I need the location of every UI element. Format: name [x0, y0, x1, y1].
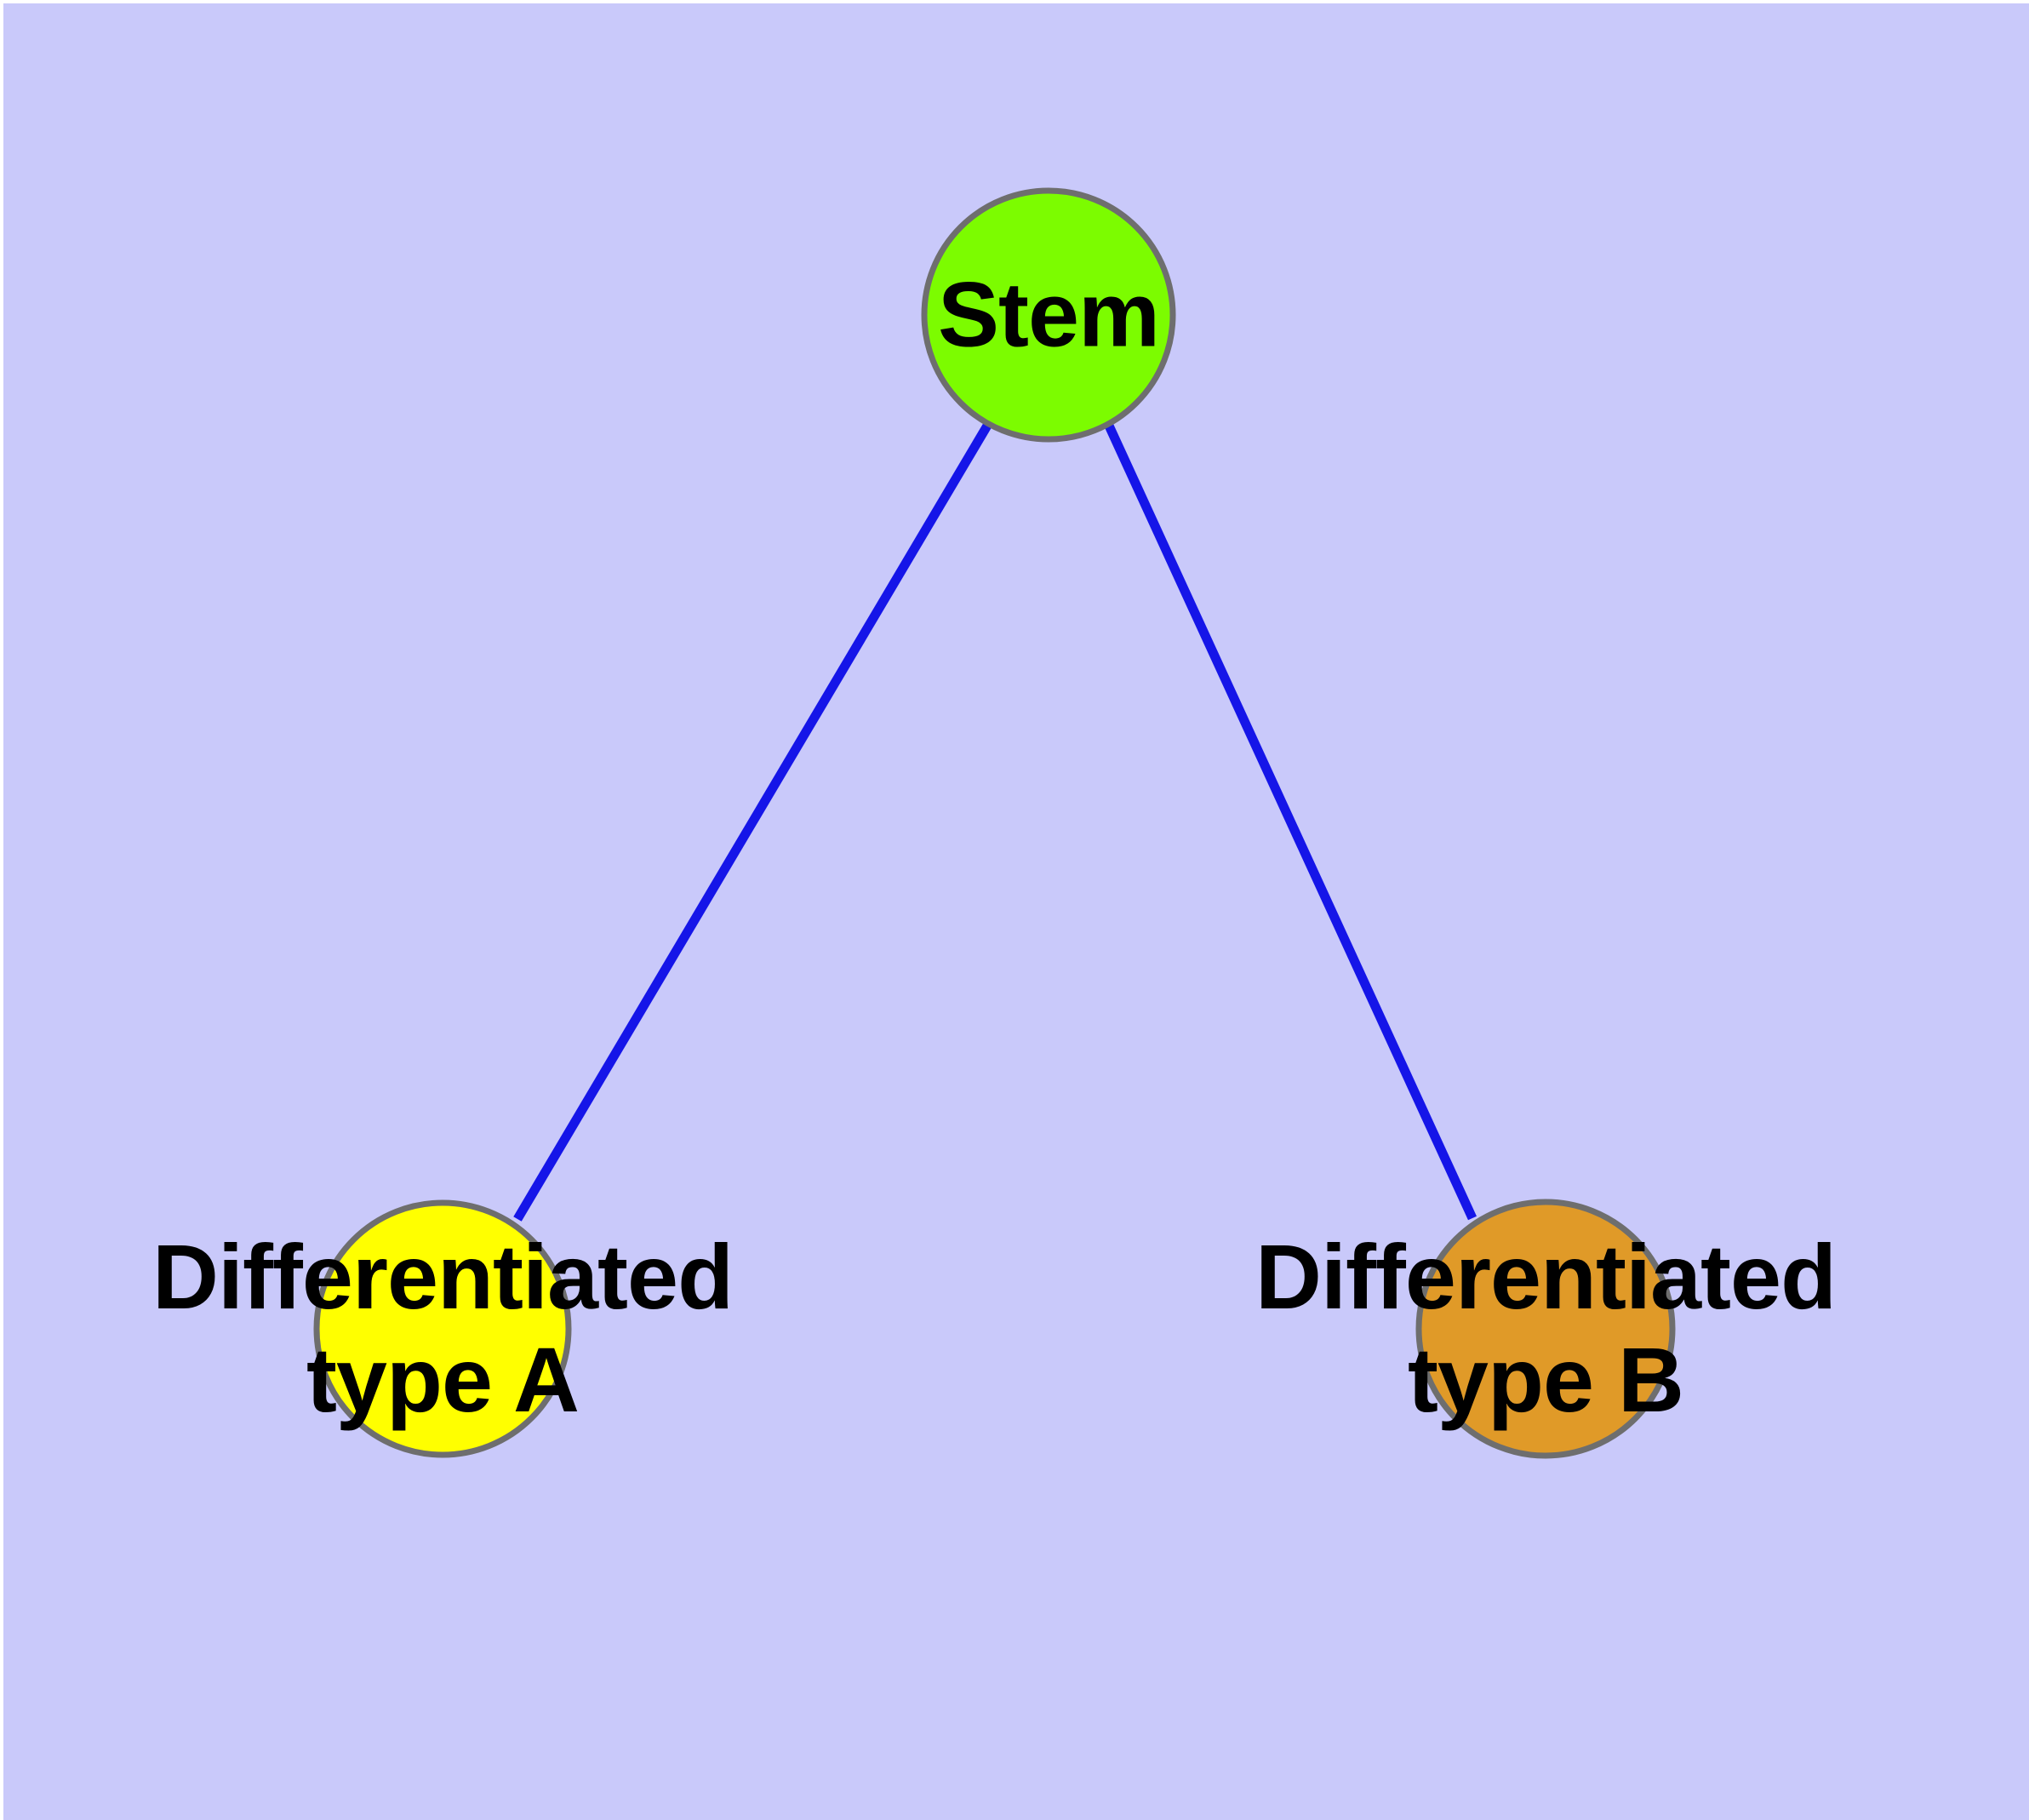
edges-layer — [513, 423, 1477, 1222]
edge-stem-to-diff-a — [513, 423, 992, 1222]
edge-stem-to-diff-b — [1105, 423, 1477, 1221]
node-circle-diff-b[interactable] — [1415, 1199, 1676, 1459]
node-circle-diff-a[interactable] — [313, 1199, 572, 1458]
nodes-layer — [313, 187, 1676, 1459]
node-circle-stem[interactable] — [921, 187, 1176, 443]
